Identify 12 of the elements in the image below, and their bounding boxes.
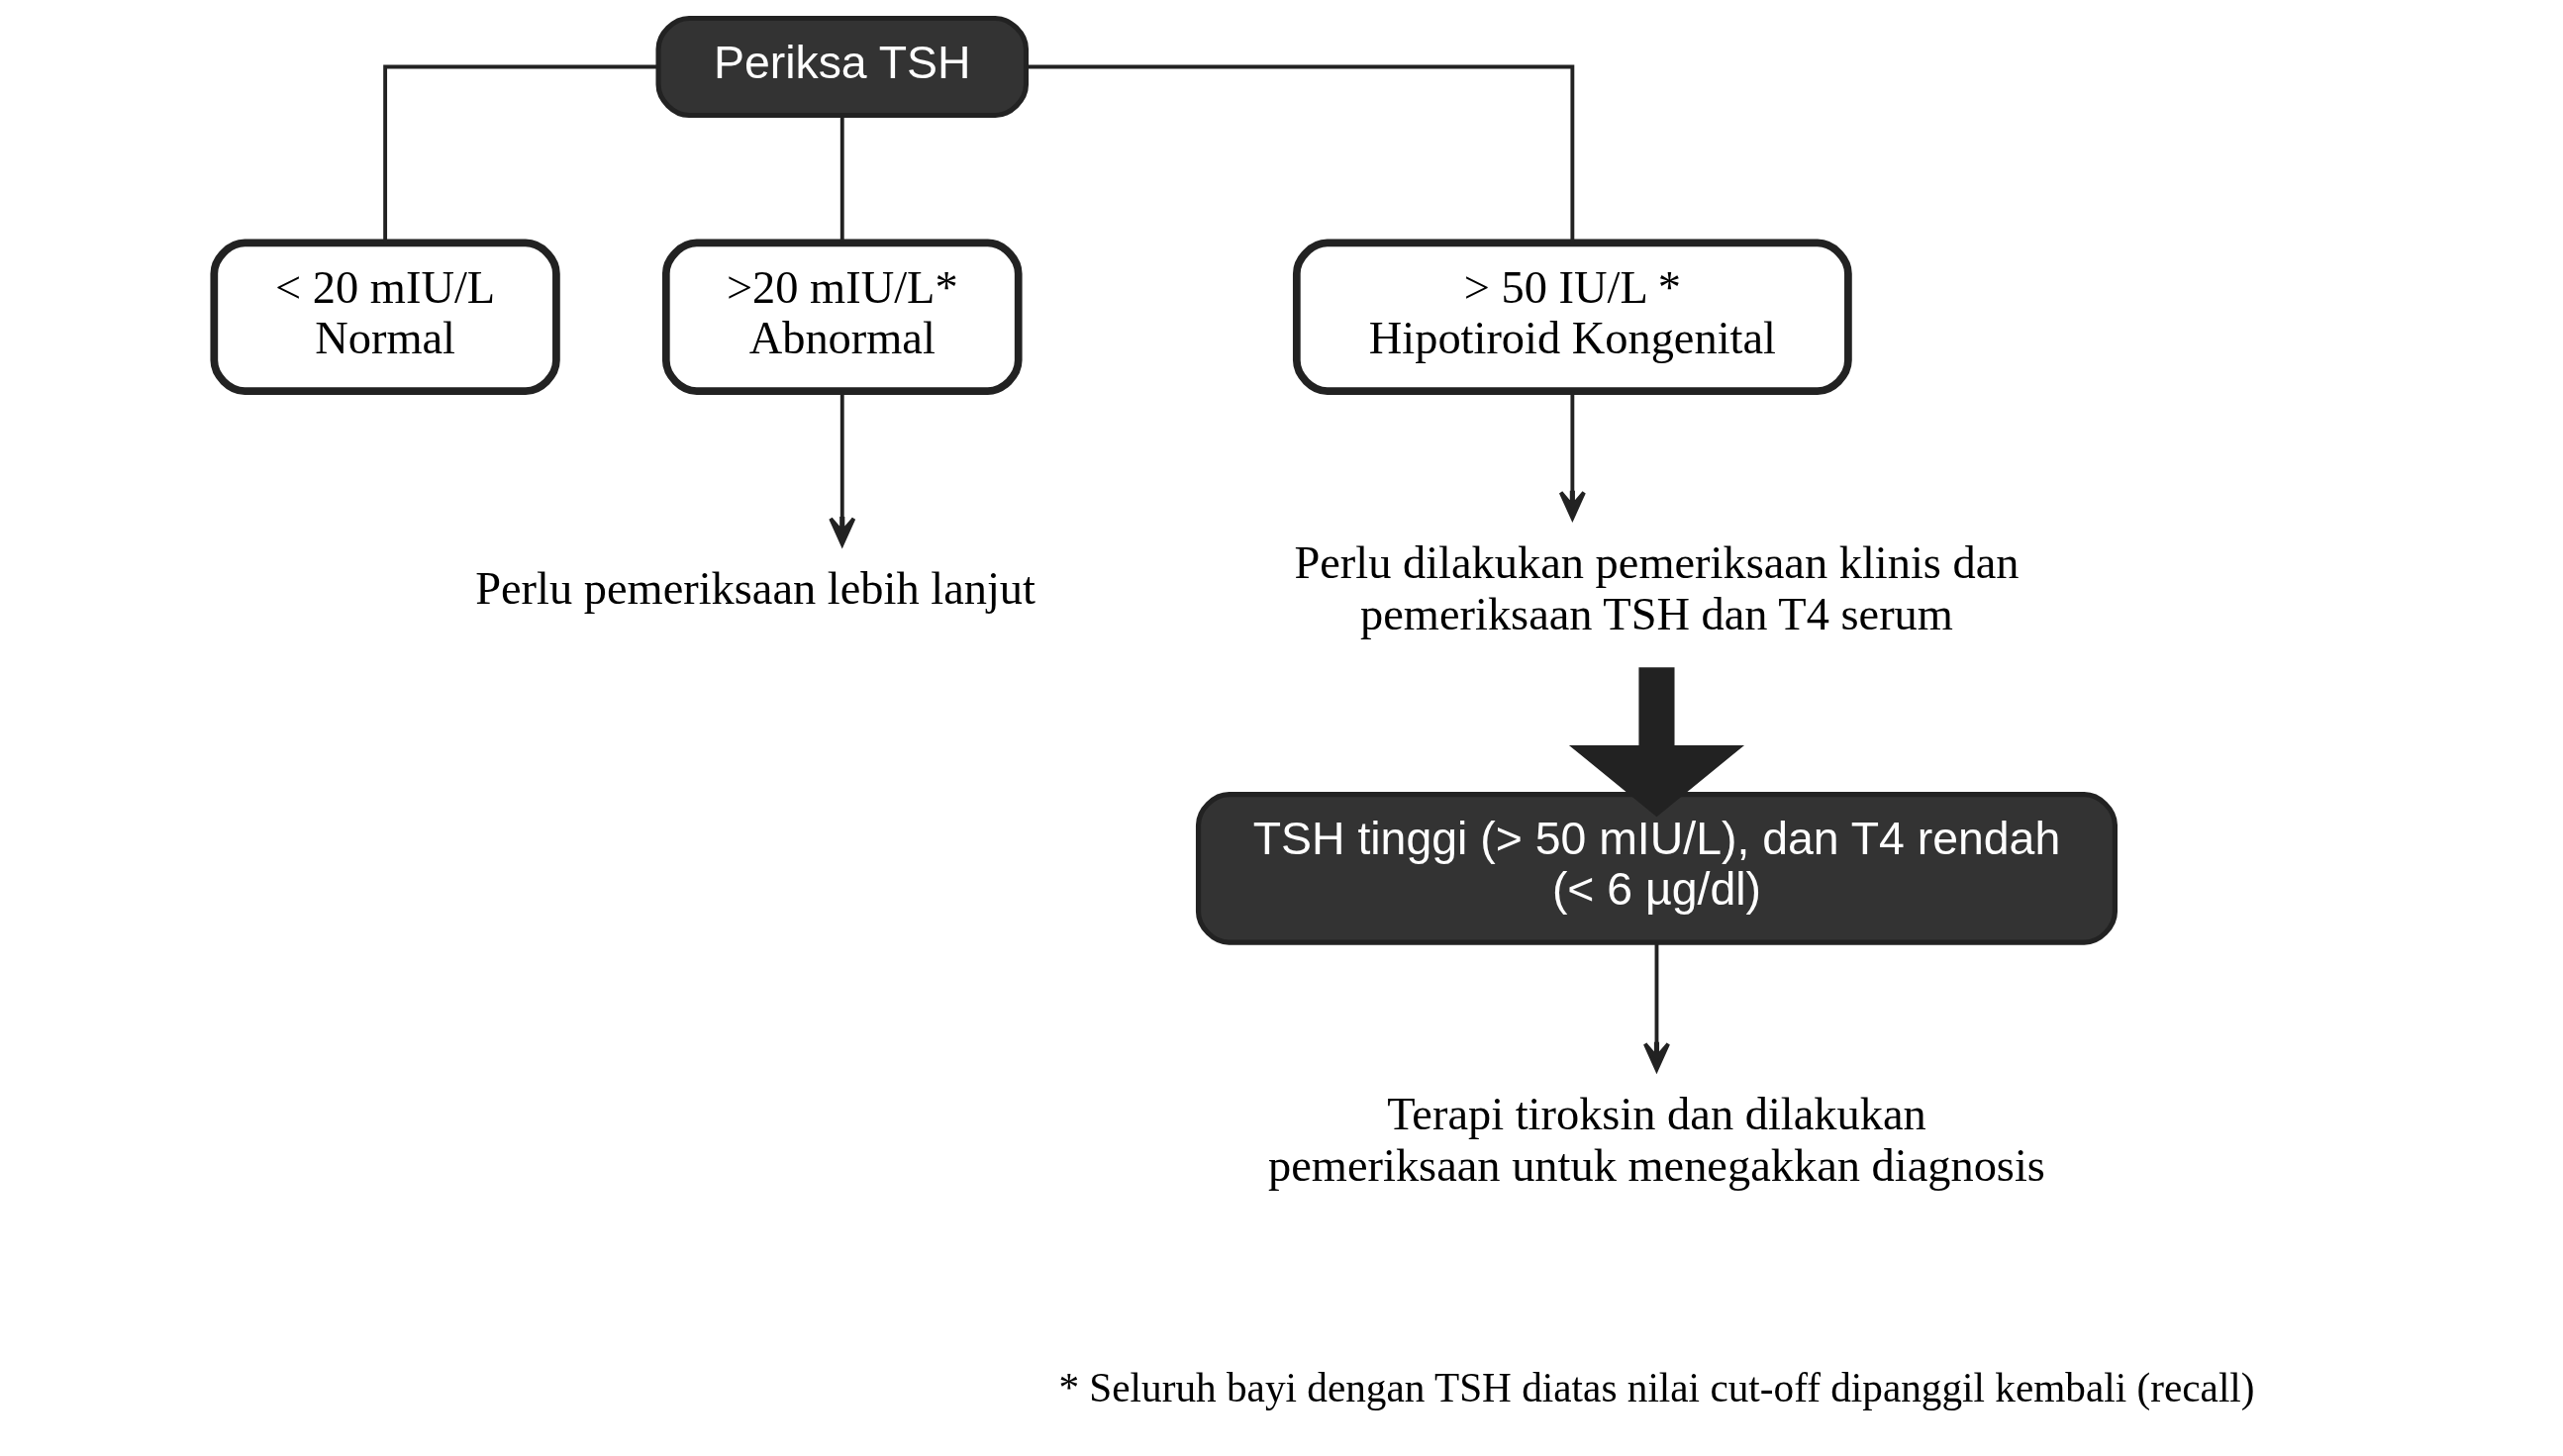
node-box: TSH tinggi (> 50 mIU/L), dan T4 rendah (< 6 µg/dl) <box>1195 791 2118 945</box>
node-box: >20 mIU/L* Abnormal <box>661 239 1023 395</box>
arrow <box>1568 667 1744 818</box>
node-box: < 20 mIU/L Normal <box>209 239 560 395</box>
node-box: Periksa TSH <box>655 15 1029 119</box>
node-text: Perlu pemeriksaan lebih lanjut <box>474 563 1035 615</box>
node-text: Terapi tiroksin dan dilakukan pemeriksaan untuk menegakkan diagnosis <box>1267 1089 2045 1192</box>
node-box: > 50 IU/L * Hipotiroid Kongenital <box>1292 239 1852 395</box>
connector <box>839 116 844 243</box>
label: * Seluruh bayi dengan TSH diatas nilai cut-off dipanggil kembali (recall) <box>1057 1364 2255 1410</box>
arrow <box>1642 942 1670 1072</box>
node-text: Perlu dilakukan pemeriksaan klinis dan pemeriksaan TSH dan T4 serum <box>1293 537 2019 639</box>
